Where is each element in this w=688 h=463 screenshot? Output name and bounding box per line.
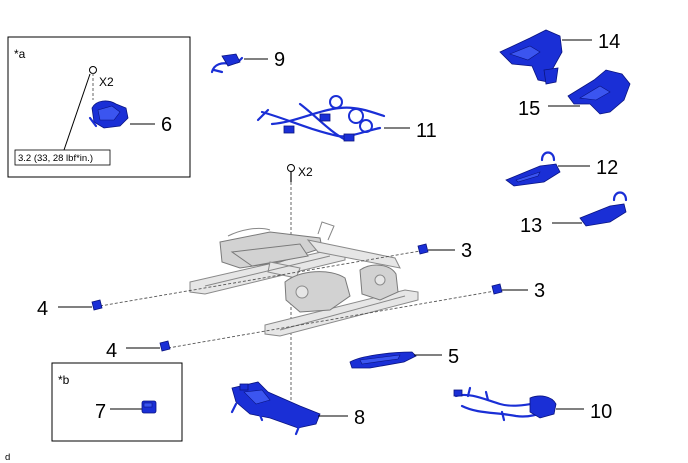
part-7-cap-icon <box>141 400 157 414</box>
part-9-wire-clip-icon <box>210 53 244 74</box>
part-11-wire-harness-icon <box>256 95 386 142</box>
seat-track-frame-icon <box>189 221 419 337</box>
inset-b-label: *b <box>58 373 70 387</box>
part-3a-clip-icon <box>417 243 429 255</box>
part-15-shield-icon <box>567 69 631 115</box>
inset-a-frame <box>7 36 191 178</box>
inset-a-multiplier: X2 <box>99 75 114 89</box>
inset-b: *b 7 <box>51 362 183 442</box>
torque-spec: 3.2 (33, 28 lbf*in.) <box>18 153 93 164</box>
inset-a-bolt-icon <box>89 66 97 100</box>
callout-5: 5 <box>448 346 459 368</box>
part-4b-clip-icon <box>159 340 171 352</box>
part-8-harness-bracket-icon <box>230 381 321 436</box>
seat-bolt-icon <box>287 164 295 182</box>
inset-a: *a X2 6 3.2 (33, 28 lbf*in.) <box>7 36 191 178</box>
part-4a-clip-icon <box>91 299 103 311</box>
callout-3a: 3 <box>461 240 472 262</box>
part-13-cover-icon <box>579 191 628 227</box>
callout-10: 10 <box>590 401 612 423</box>
bolt-multiplier: X2 <box>298 165 313 179</box>
part-12-cover-icon <box>505 151 561 187</box>
callout-7: 7 <box>95 401 106 423</box>
part-14-shield-icon <box>499 29 563 85</box>
dash-4a-3a <box>99 250 421 307</box>
inset-b-frame <box>51 362 183 442</box>
part-6-recliner-icon <box>88 100 129 129</box>
callout-3b: 3 <box>534 280 545 302</box>
callout-6: 6 <box>161 114 172 136</box>
dash-4b-3b <box>167 290 496 349</box>
callout-13: 13 <box>520 215 542 237</box>
inset-a-label: *a <box>14 47 26 61</box>
torque-leader <box>63 73 91 151</box>
corner-mark: d <box>5 452 10 463</box>
part-3b-clip-icon <box>491 283 503 295</box>
callout-12: 12 <box>596 157 618 179</box>
callout-8: 8 <box>354 407 365 429</box>
part-10-harness-icon <box>453 386 557 422</box>
callout-4b: 4 <box>106 340 117 362</box>
part-5-cover-icon <box>349 351 417 369</box>
torque-box <box>14 149 111 166</box>
callout-15: 15 <box>518 98 540 120</box>
callout-14: 14 <box>598 31 620 53</box>
callout-11: 11 <box>416 120 437 142</box>
callout-4a: 4 <box>37 298 48 320</box>
callout-9: 9 <box>274 49 285 71</box>
